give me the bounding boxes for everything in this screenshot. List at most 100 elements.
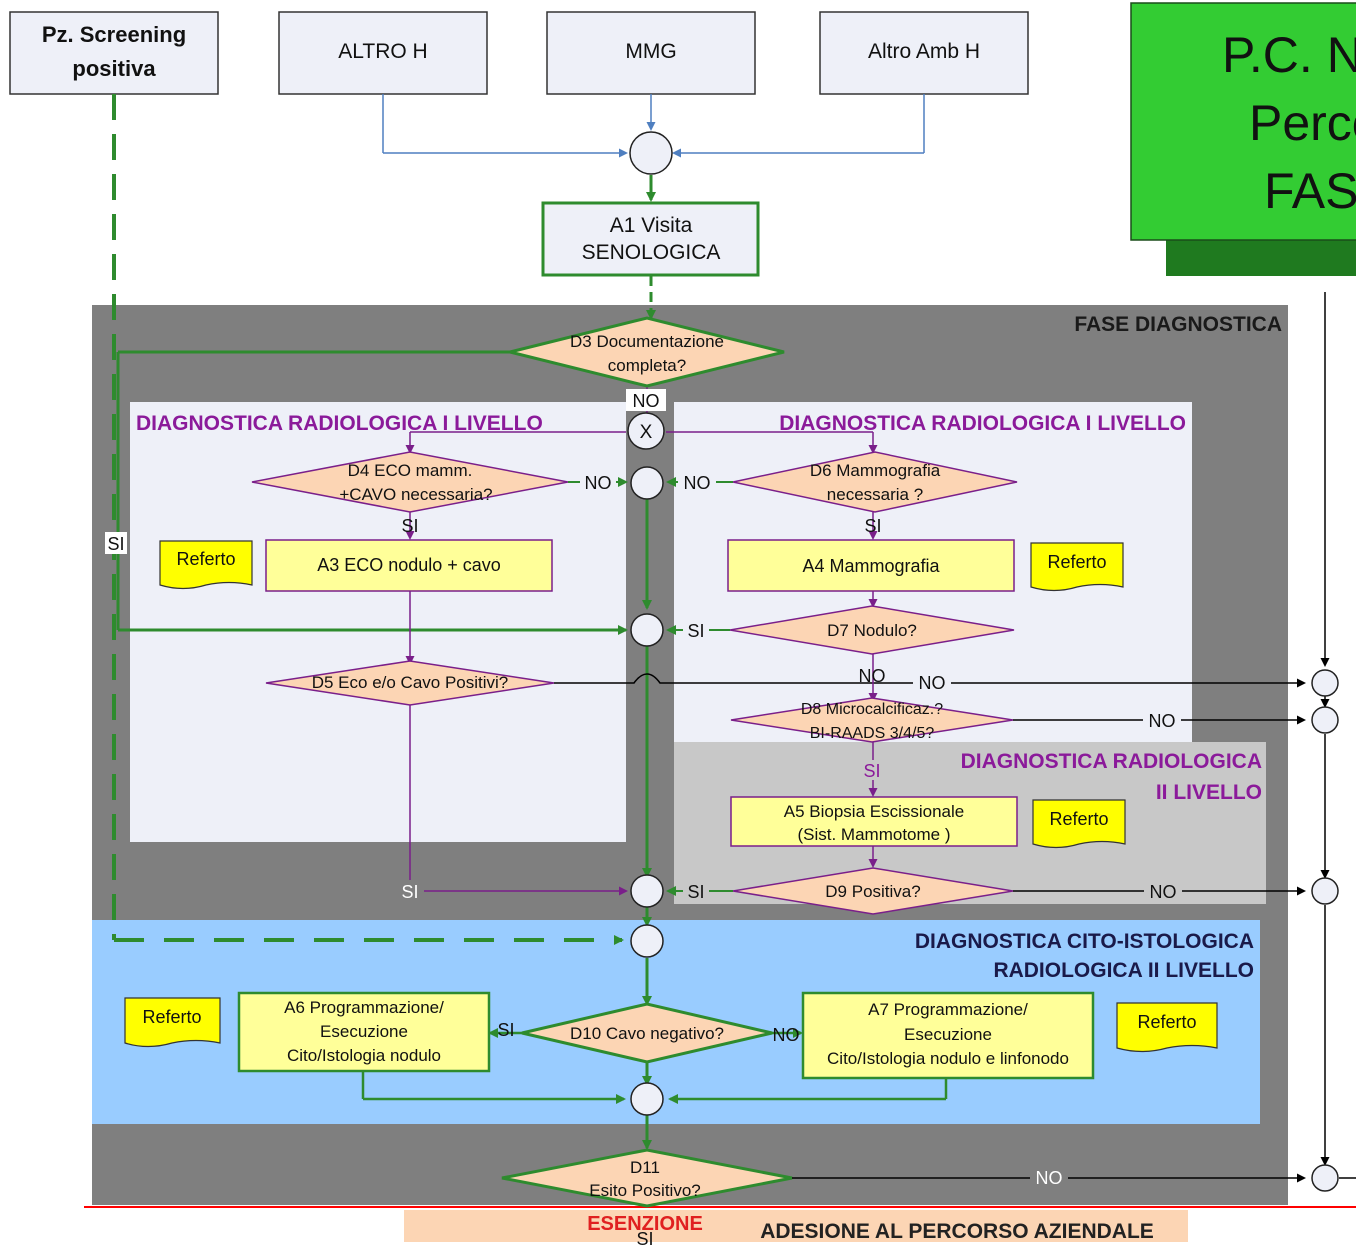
no-label-d5: NO (919, 673, 946, 693)
a3-eco-nodulo-cavo: A3 ECO nodulo + cavo (265, 539, 553, 592)
si-label-d7-bg (683, 620, 709, 640)
si-label-d8-bg (859, 760, 885, 780)
si-label-d4: SI (401, 516, 418, 536)
a7-line3: Cito/Istologia nodulo e linfonodo (827, 1049, 1069, 1068)
no-label-d9-bg (1144, 881, 1182, 901)
no-label-d7: NO (859, 666, 886, 686)
merge-node-si-1 (630, 613, 664, 647)
no-label-d10: NO (773, 1025, 800, 1045)
a1-line2: SENOLOGICA (582, 241, 721, 264)
si-label-d5-bg (396, 880, 424, 902)
d8-microcalcificazioni: D8 Microcalcificaz.? BI-RAADS 3/4/5? (730, 697, 1014, 743)
referto-doc-3: Referto (1032, 799, 1126, 849)
d11-line1: D11 (630, 1158, 660, 1177)
merge-node-top (629, 131, 673, 175)
no-label-d6-bg (678, 472, 716, 492)
diag-ii-title-2: II LIVELLO (1156, 781, 1262, 804)
referto-doc-5-label: Referto (1137, 1012, 1196, 1032)
d5-eco-cavo-positivi: D5 Eco e/o Cavo Positivi? (265, 660, 555, 706)
x-split-node: X (405, 412, 878, 454)
no-label-d8-bg (1143, 710, 1181, 730)
fase-diagnostica-label: FASE DIAGNOSTICA (1074, 313, 1282, 336)
exit-node-4 (1311, 1164, 1339, 1192)
a7-line1: A7 Programmazione/ (868, 1000, 1028, 1019)
no-label-d6: NO (684, 473, 711, 493)
exit-node-1 (1311, 669, 1339, 697)
si-label-d6: SI (864, 516, 881, 536)
esenzione-label: ESENZIONE (587, 1213, 703, 1235)
left-purple-flow (405, 512, 628, 896)
a5-biopsia-escissionale: A5 Biopsia Escissionale (Sist. Mammotome… (730, 796, 1018, 847)
d10-label: D10 Cavo negativo? (570, 1024, 724, 1043)
referto-doc-4-label: Referto (142, 1007, 201, 1027)
d7-nodulo: D7 Nodulo? (729, 605, 1015, 655)
d8-line2: BI-RAADS 3/4/5? (810, 725, 935, 742)
si-label-d10: SI (497, 1020, 514, 1040)
a6-line1: A6 Programmazione/ (284, 998, 444, 1017)
exit-node-2 (1311, 706, 1339, 734)
d5-no-path (554, 673, 1306, 688)
a5-line1: A5 Biopsia Escissionale (784, 802, 964, 821)
d7-label: D7 Nodulo? (827, 621, 917, 640)
a1-line1: A1 Visita (610, 214, 693, 237)
si-label-d5: SI (401, 882, 418, 902)
referto-doc-2: Referto (1030, 542, 1124, 592)
source-screening-line2: positiva (72, 56, 156, 81)
referto-doc-2-label: Referto (1047, 552, 1106, 572)
no-label-d4-bg (580, 472, 616, 492)
d6-line1: D6 Mammografia (810, 461, 941, 480)
si-label-d11: SI (636, 1229, 653, 1245)
merge-node-no (630, 466, 664, 500)
d9-label: D9 Positiva? (825, 882, 920, 901)
no-label-d5-bg (913, 672, 951, 692)
d3-si-path (116, 350, 628, 635)
right-exit-column (1320, 292, 1356, 1179)
adesione-band (404, 1210, 1188, 1242)
source-screening: Pz. Screening positiva (9, 11, 219, 95)
screening-dashed-path (112, 94, 624, 945)
referto-doc-1: Referto (159, 540, 253, 590)
title-box: P.C. N Perco FAS (1130, 2, 1356, 276)
no-label-d9: NO (1150, 882, 1177, 902)
source-mmg: MMG (546, 11, 756, 95)
referto-doc-5: Referto (1116, 1002, 1218, 1053)
a3-label: A3 ECO nodulo + cavo (317, 555, 501, 575)
a6-line3: Cito/Istologia nodulo (287, 1046, 441, 1065)
no-label-d3: NO (633, 391, 660, 411)
d8-line1: D8 Microcalcificaz.? (801, 701, 943, 718)
referto-doc-4: Referto (124, 997, 221, 1048)
si-label-d9-bg (683, 881, 709, 901)
source-screening-line1: Pz. Screening (42, 22, 186, 47)
a1-visita-senologica: A1 Visita SENOLOGICA (541, 201, 760, 277)
d10-cavo-negativo: D10 Cavo negativo? (521, 1002, 773, 1064)
si-label-d8: SI (863, 761, 880, 781)
diag-ii-title-1: DIAGNOSTICA RADIOLOGICA (961, 750, 1262, 773)
a7-line2: Esecuzione (904, 1025, 992, 1044)
referto-doc-3-label: Referto (1049, 809, 1108, 829)
d9-positiva: D9 Positiva? (732, 867, 1014, 915)
a6-line2: Esecuzione (320, 1022, 408, 1041)
si-label-left-bg (105, 532, 127, 554)
no-label-d8: NO (1149, 711, 1176, 731)
a4-label: A4 Mammografia (802, 556, 940, 576)
diag-right-title: DIAGNOSTICA RADIOLOGICA I LIVELLO (779, 412, 1186, 435)
d4-line2: +CAVO necessaria? (339, 485, 492, 504)
x-split-label: X (640, 422, 653, 443)
d10-branches (361, 1028, 948, 1104)
a4-mammografia: A4 Mammografia (727, 539, 1015, 592)
source-altro-amb-h-label: Altro Amb H (868, 40, 980, 63)
source-mmg-label: MMG (625, 40, 676, 63)
d4-line1: D4 ECO mamm. (348, 461, 473, 480)
si-label-left: SI (107, 534, 124, 554)
merge-node-bottom (630, 1082, 664, 1116)
d11-esito-positivo: D11 Esito Positivo? (501, 1148, 793, 1208)
a7-programmazione-nodulo-linfonodo: A7 Programmazione/ Esecuzione Cito/Istol… (801, 991, 1095, 1080)
exit-node-3 (1311, 877, 1339, 905)
si-label-d7: SI (687, 621, 704, 641)
no-label-d3-bg (626, 389, 666, 411)
d3-documentazione-completa: D3 Documentazione completa? (509, 316, 785, 388)
no-label-d4: NO (585, 473, 612, 493)
no-label-d11-bg (1030, 1167, 1068, 1187)
merge-node-si-2 (630, 874, 664, 908)
